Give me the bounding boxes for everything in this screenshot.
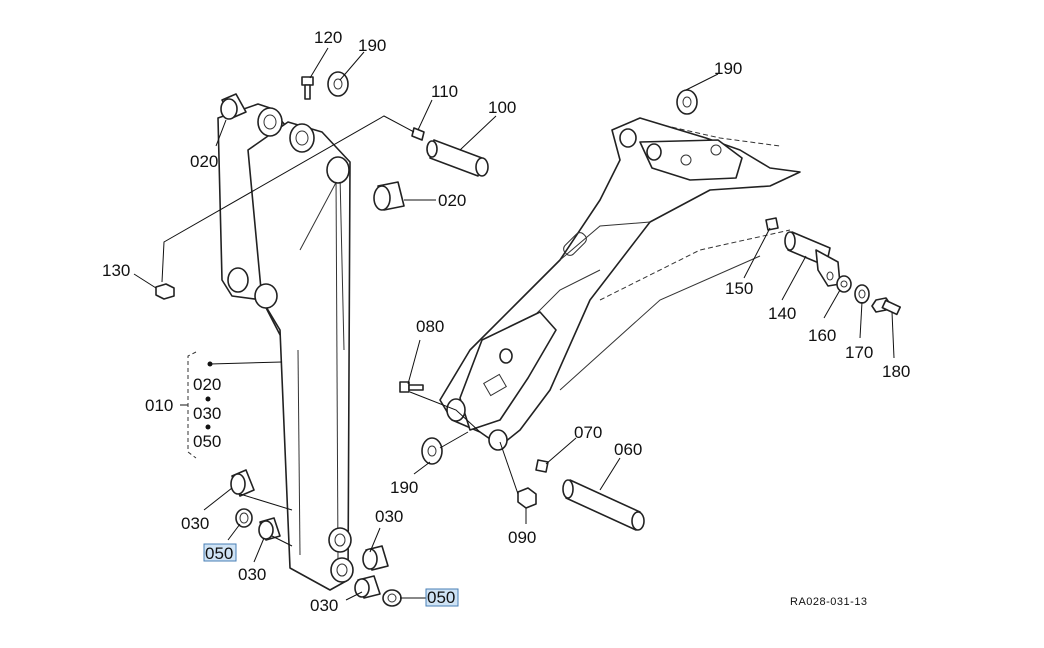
callout-100[interactable]: 100: [488, 98, 516, 117]
pin-060: [562, 479, 645, 531]
callout-050-a[interactable]: 050: [205, 544, 233, 563]
highlight-050-b: [425, 588, 459, 607]
washer-050-a: [235, 508, 253, 528]
callout-080[interactable]: 080: [416, 317, 444, 336]
pin-140: [784, 231, 841, 287]
nut-090: [517, 487, 537, 509]
arm-edge-line-2: [297, 349, 301, 556]
callout-140[interactable]: 140: [768, 304, 796, 323]
bushing-030-d: [354, 575, 381, 599]
callout-030-a[interactable]: 030: [181, 514, 209, 533]
grease-nipple-070: [535, 459, 549, 473]
drawing-code: RA028-031-13: [790, 596, 868, 608]
callout-030-d[interactable]: 030: [310, 596, 338, 615]
callout-120[interactable]: 120: [314, 28, 342, 47]
callout-020-top[interactable]: 020: [190, 152, 218, 171]
leader-lines: [133, 47, 895, 601]
arm-boss-bucket: [330, 557, 354, 583]
callout-180[interactable]: 180: [882, 362, 910, 381]
callout-070[interactable]: 070: [574, 423, 602, 442]
callout-190-low[interactable]: 190: [390, 478, 418, 497]
callout-170[interactable]: 170: [845, 343, 873, 362]
grease-nipple-150: [765, 217, 779, 231]
washer-050-b: [382, 589, 402, 607]
arm-edge-line: [335, 174, 339, 561]
arm-boss-mid-2: [254, 283, 278, 309]
bushing-020-mid: [373, 181, 405, 211]
callout-110[interactable]: 110: [431, 82, 458, 101]
washer-190-top: [327, 71, 349, 97]
bushing-030-b: [258, 517, 281, 541]
arm-boss-bottom: [328, 527, 352, 553]
callout-150[interactable]: 150: [725, 279, 753, 298]
arm-boss-top-left: [257, 107, 283, 137]
callout-130[interactable]: 130: [102, 261, 130, 280]
washer-170: [854, 284, 870, 304]
boom-slot: [563, 232, 587, 256]
arm-boss-top-right: [289, 123, 315, 153]
highlight-050-a: [203, 543, 237, 562]
callout-160[interactable]: 160: [808, 326, 836, 345]
bolt-120: [301, 76, 314, 100]
callout-010-050[interactable]: 050: [193, 432, 221, 451]
callout-190-top[interactable]: 190: [358, 36, 386, 55]
boom-assembly: [439, 117, 801, 451]
callout-010[interactable]: 010: [145, 396, 173, 415]
arm-body: [247, 121, 351, 591]
callout-050-b[interactable]: 050: [427, 588, 455, 607]
callout-010-030[interactable]: 030: [193, 404, 221, 423]
callout-090[interactable]: 090: [508, 528, 536, 547]
boom-web-line: [559, 221, 651, 261]
callout-030-c[interactable]: 030: [375, 507, 403, 526]
arm-boss-mid: [227, 267, 249, 293]
bushing-020-top: [220, 93, 247, 120]
arm-assembly: [217, 103, 354, 591]
arm-boss-cylinder: [326, 156, 350, 184]
group-bracket-010: [187, 351, 213, 459]
callout-010-020[interactable]: 020: [193, 375, 221, 394]
washer-190-low: [421, 437, 443, 465]
callout-labels: 120 190 110 100 020 020 130 080 190 150 …: [102, 28, 910, 615]
bushing-030-a: [230, 469, 255, 497]
pin-100: [426, 139, 489, 177]
callout-190-right[interactable]: 190: [714, 59, 742, 78]
bolt-080: [399, 381, 424, 393]
bushing-030-c: [362, 545, 389, 571]
callout-030-b[interactable]: 030: [238, 565, 266, 584]
callout-020-mid[interactable]: 020: [438, 191, 466, 210]
washer-190-right: [676, 89, 698, 115]
washer-160: [836, 275, 852, 293]
nut-130: [155, 283, 175, 300]
callout-060[interactable]: 060: [614, 440, 642, 459]
bolt-180: [871, 297, 901, 316]
grease-nipple-110: [411, 127, 425, 141]
